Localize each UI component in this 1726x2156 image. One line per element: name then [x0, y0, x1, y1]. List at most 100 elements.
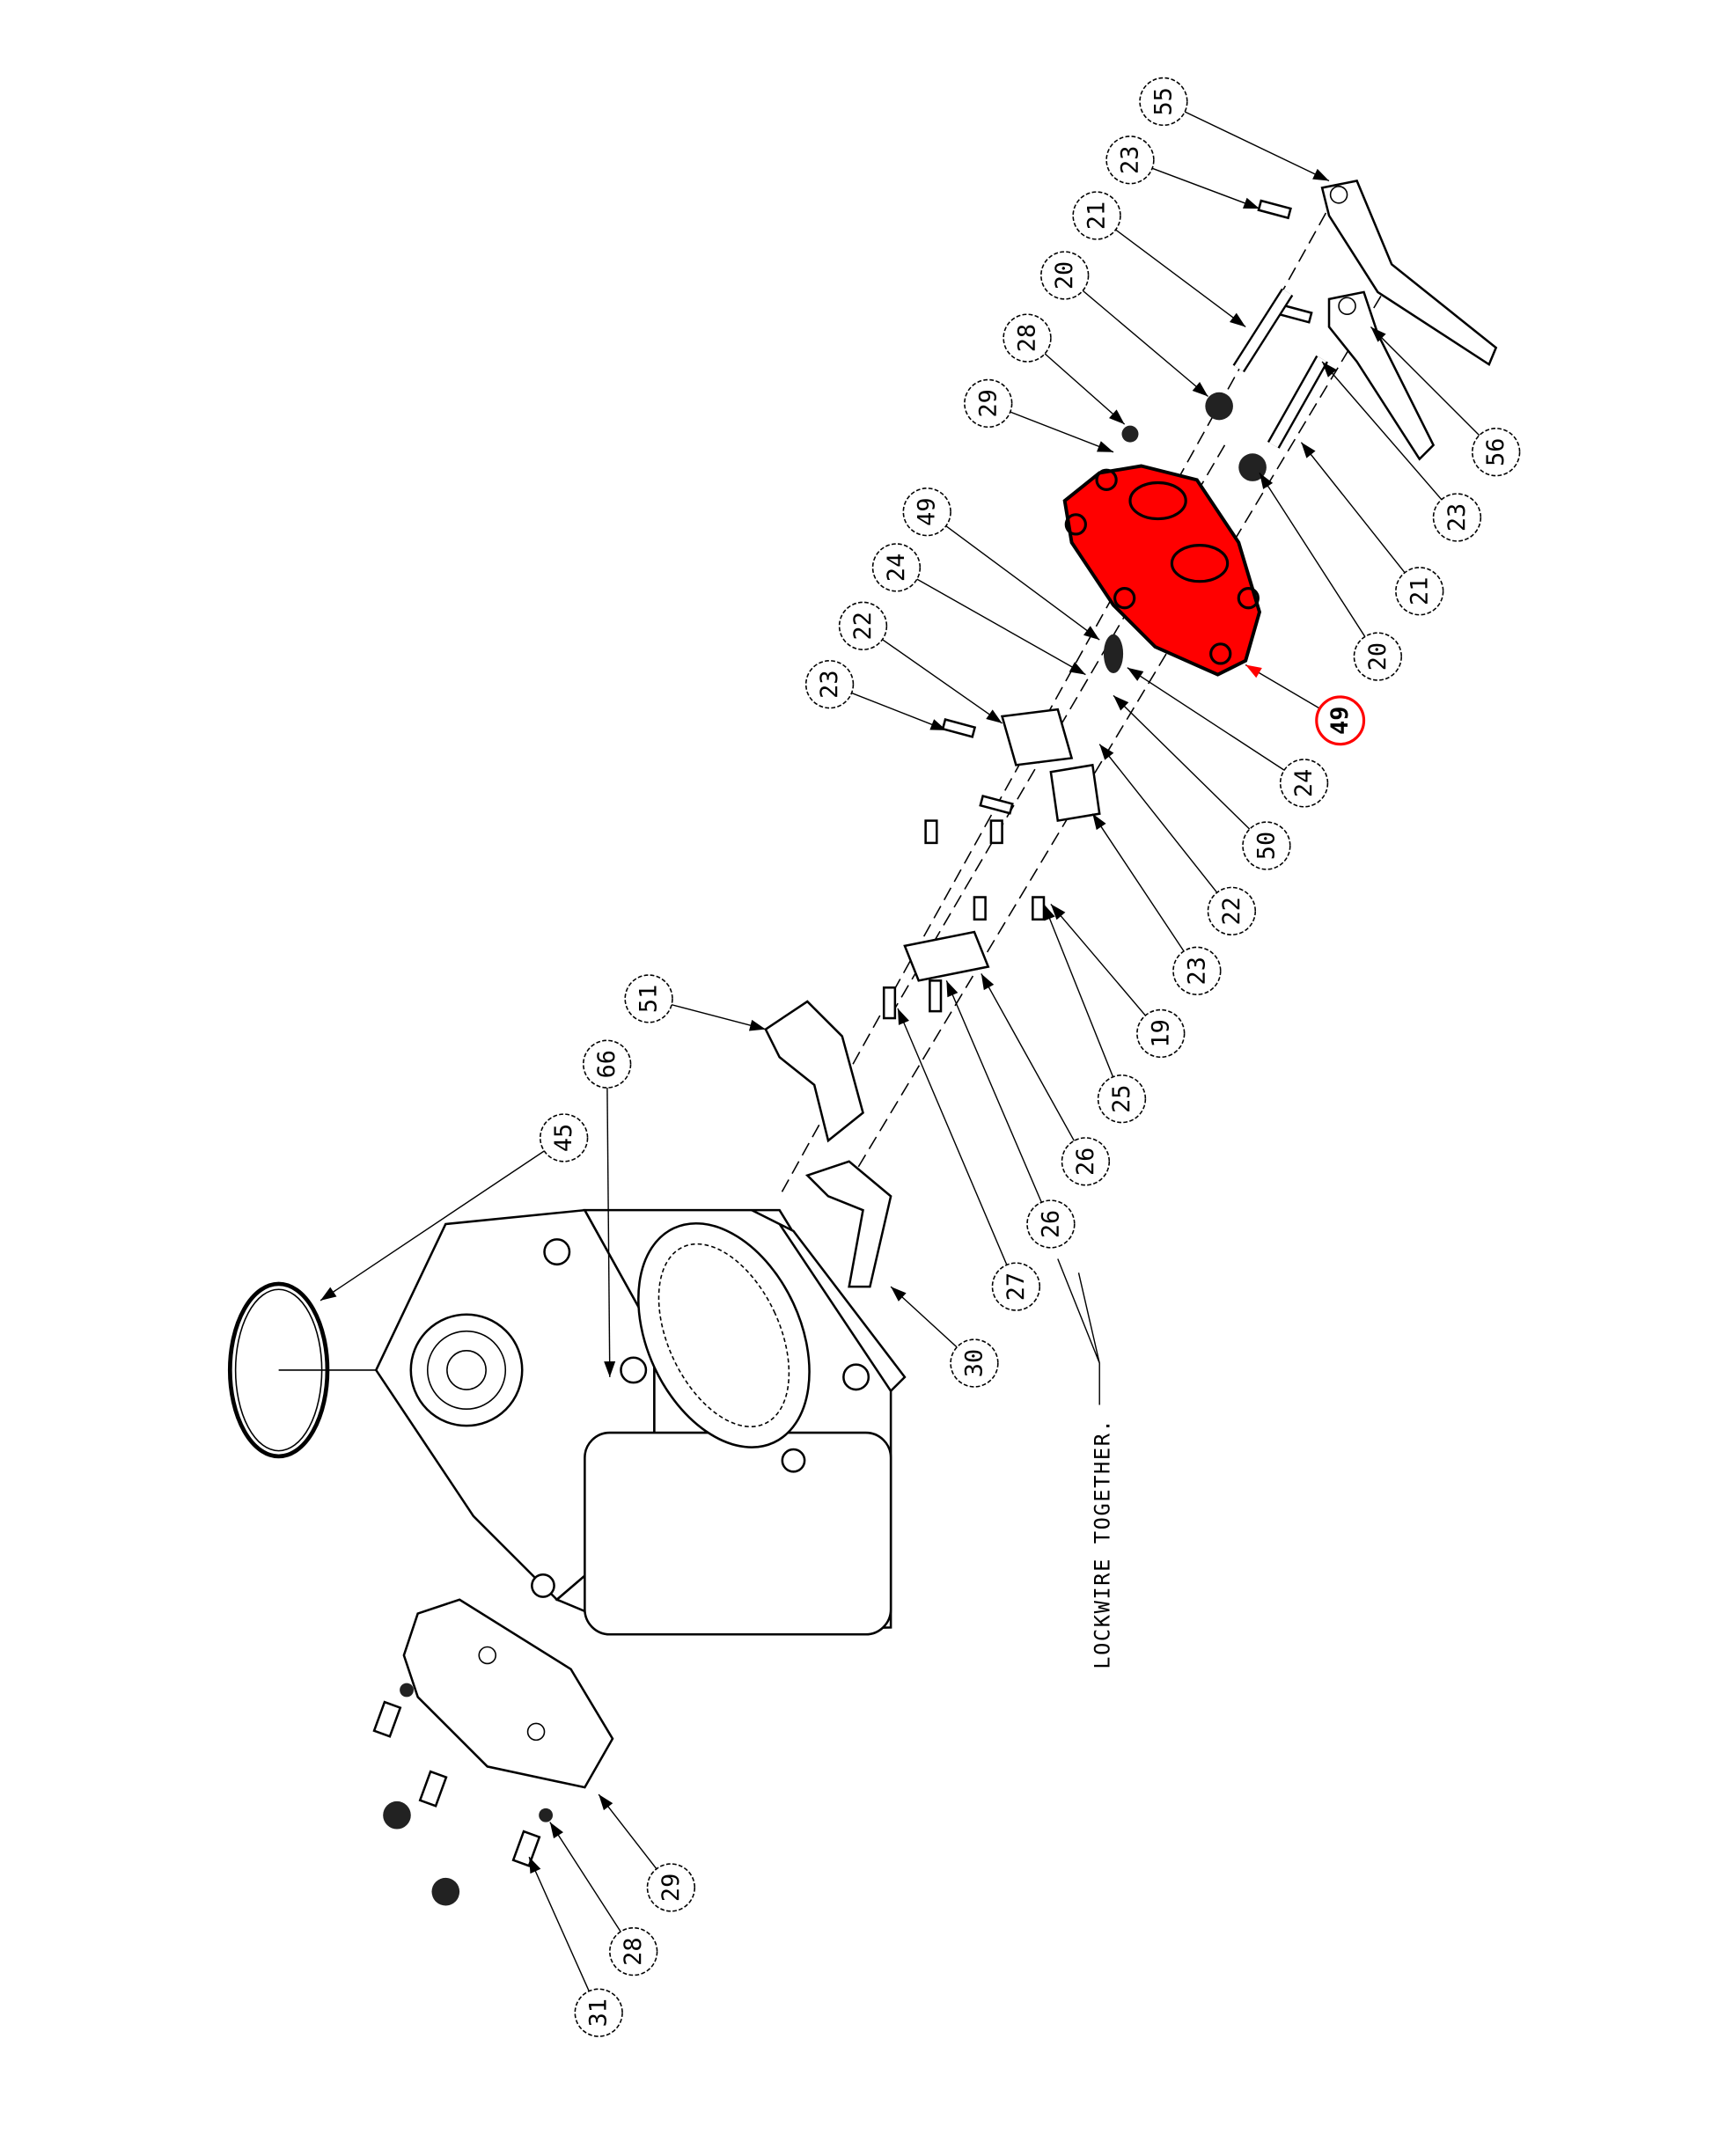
arrowhead [898, 1008, 909, 1025]
callout-23: 23 [1432, 493, 1482, 542]
callout-label: 19 [1147, 1019, 1174, 1047]
callout-label: 29 [974, 389, 1002, 417]
end-cover-plate [402, 1598, 614, 1789]
callout-24: 24 [1279, 759, 1329, 808]
leader-line [897, 1008, 1017, 1287]
callout-label: 21 [1083, 202, 1111, 230]
arrowhead [1243, 197, 1260, 209]
arrowhead [604, 1360, 616, 1377]
arrowhead [1245, 664, 1262, 678]
callout-30: 30 [950, 1338, 999, 1388]
shift-lever [1320, 180, 1498, 367]
roll-pins [882, 199, 1313, 1020]
leader-line [1113, 694, 1267, 847]
callout-label: 20 [1051, 261, 1078, 290]
callout-19: 19 [1136, 1008, 1186, 1059]
highlighted-part-18 [1062, 464, 1262, 677]
callout-21: 21 [1395, 567, 1444, 616]
callout-55: 55 [1139, 77, 1188, 127]
callout-22: 22 [1207, 886, 1257, 935]
arrowhead [1312, 168, 1330, 181]
callout-20: 20 [1040, 251, 1090, 300]
arrowhead [1230, 312, 1246, 327]
leader-line [981, 973, 1087, 1162]
callouts: 5523212028294924222351664556232120492450… [540, 77, 1521, 2037]
callout-label: 20 [1364, 642, 1392, 671]
leader-line [945, 980, 1052, 1225]
callout-label: 26 [1072, 1148, 1099, 1176]
callout-label: 26 [1037, 1210, 1064, 1238]
callout-label: 29 [657, 1874, 685, 1902]
shift-fork [764, 1000, 864, 1143]
leader-line [896, 567, 1086, 676]
callout-22: 22 [838, 601, 888, 650]
lockwire-bracket [1057, 1258, 1100, 1405]
leader-line [606, 1064, 611, 1377]
leader-line [319, 1137, 565, 1302]
arrowhead [529, 1857, 541, 1874]
arrowhead [929, 719, 947, 730]
leader-line [1091, 813, 1198, 972]
callout-label: 22 [849, 612, 877, 640]
leader-line [1043, 904, 1123, 1099]
arrowhead [1113, 695, 1129, 711]
callout-28: 28 [609, 1926, 658, 1976]
arrowhead [1192, 382, 1208, 397]
callout-26: 26 [1061, 1137, 1111, 1186]
bolts [372, 1683, 554, 1906]
arrowhead [1259, 473, 1274, 489]
callout-29: 29 [964, 378, 1013, 429]
callout-label: 22 [1218, 897, 1245, 925]
arrowhead [1069, 662, 1086, 675]
leader-line [528, 1856, 599, 2013]
arrowhead [1097, 441, 1114, 452]
arrowhead [946, 980, 958, 998]
callout-56: 56 [1472, 428, 1521, 477]
leader-line [1370, 326, 1497, 453]
leader-line [1096, 215, 1246, 328]
parts-drawing [227, 180, 1498, 1906]
arrowhead [1127, 667, 1144, 681]
callout-label: 31 [585, 1998, 613, 2027]
callout-50: 50 [1242, 821, 1291, 870]
callout-27: 27 [991, 1262, 1041, 1311]
callout-51: 51 [624, 974, 673, 1023]
callout-49: 49 [902, 488, 951, 537]
arrowhead [891, 1287, 907, 1302]
callout-label: 49 [914, 498, 941, 526]
callout-24: 24 [871, 543, 922, 592]
leader-line [1321, 361, 1458, 518]
callout-label: 28 [1014, 324, 1041, 352]
callout-label: 50 [1252, 832, 1280, 860]
arrowhead [1301, 442, 1316, 458]
callout-label: 24 [1290, 769, 1318, 797]
callout-label: 49 [1326, 707, 1354, 735]
callout-26: 26 [1026, 1199, 1076, 1249]
callout-label: 25 [1108, 1085, 1135, 1113]
leader-line [1259, 473, 1378, 657]
callout-25: 25 [1097, 1074, 1147, 1124]
transmission-housing [374, 1208, 907, 1636]
callout-28: 28 [1003, 313, 1052, 363]
leader-line [1300, 442, 1421, 592]
arrowhead [1043, 904, 1055, 921]
callout-21: 21 [1072, 191, 1121, 240]
callout-49: 49 [1315, 695, 1366, 746]
callout-66: 66 [583, 1039, 632, 1089]
callout-20: 20 [1353, 632, 1402, 681]
callout-23: 23 [804, 660, 855, 709]
callout-label: 23 [1443, 503, 1471, 532]
arrowhead [986, 709, 1003, 723]
leader-line [863, 625, 1003, 724]
callout-label: 30 [960, 1349, 988, 1377]
callout-label: 21 [1406, 577, 1433, 605]
arrowhead [1109, 409, 1125, 425]
callout-label: 56 [1482, 438, 1509, 466]
callout-label: 55 [1149, 87, 1177, 115]
leader-line [1050, 903, 1162, 1034]
shaft-axis-line [848, 277, 1392, 1183]
arrowhead [1370, 326, 1386, 342]
arrowhead [748, 1019, 766, 1031]
callout-label: 45 [550, 1124, 577, 1152]
shift-fork [804, 1160, 892, 1288]
